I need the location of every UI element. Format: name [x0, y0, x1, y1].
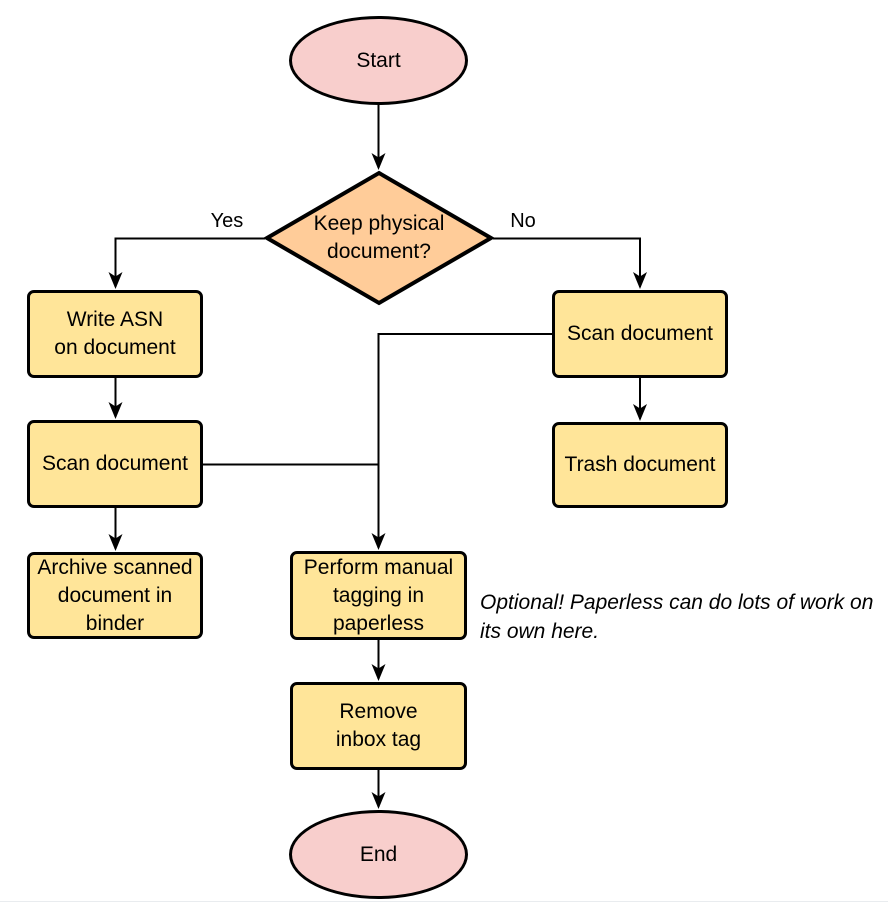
node-start: Start — [289, 16, 468, 105]
node-remove-inbox-tag: Remove inbox tag — [290, 682, 467, 770]
node-manual-tagging-label: Perform manual tagging in paperless — [303, 555, 454, 635]
node-decision: Keep physical document? — [265, 171, 493, 305]
node-scan-document-left: Scan document — [27, 420, 203, 508]
node-trash-document: Trash document — [552, 422, 728, 508]
node-end: End — [289, 810, 468, 899]
node-write-asn: Write ASN on document — [27, 290, 203, 378]
node-manual-tagging: Perform manual tagging in paperless — [290, 551, 467, 640]
node-scan-document-right: Scan document — [552, 290, 728, 378]
edge-decision-writeasn — [108, 237, 265, 289]
node-scan-document-right-label: Scan document — [567, 322, 713, 345]
node-decision-label: Keep physical document? — [313, 212, 445, 263]
edge-label-yes: Yes — [207, 210, 247, 232]
annotation-optional: Optional! Paperless can do lots of work … — [480, 591, 874, 643]
bottom-hairline — [0, 901, 888, 902]
node-archive-binder-label: Archive scanned document in binder — [37, 555, 193, 635]
node-archive-binder: Archive scanned document in binder — [27, 552, 203, 639]
edge-label-no: No — [507, 210, 539, 232]
edge-decision-scanright — [493, 237, 647, 289]
node-trash-document-label: Trash document — [564, 453, 716, 476]
node-start-label: Start — [356, 48, 401, 72]
edge-scanright-tagging — [371, 333, 552, 550]
node-scan-document-left-label: Scan document — [42, 452, 188, 475]
node-remove-inbox-tag-label: Remove inbox tag — [335, 700, 422, 751]
node-end-label: End — [359, 842, 398, 866]
node-write-asn-label: Write ASN on document — [54, 308, 176, 359]
decision-diamond-shape — [263, 170, 495, 306]
